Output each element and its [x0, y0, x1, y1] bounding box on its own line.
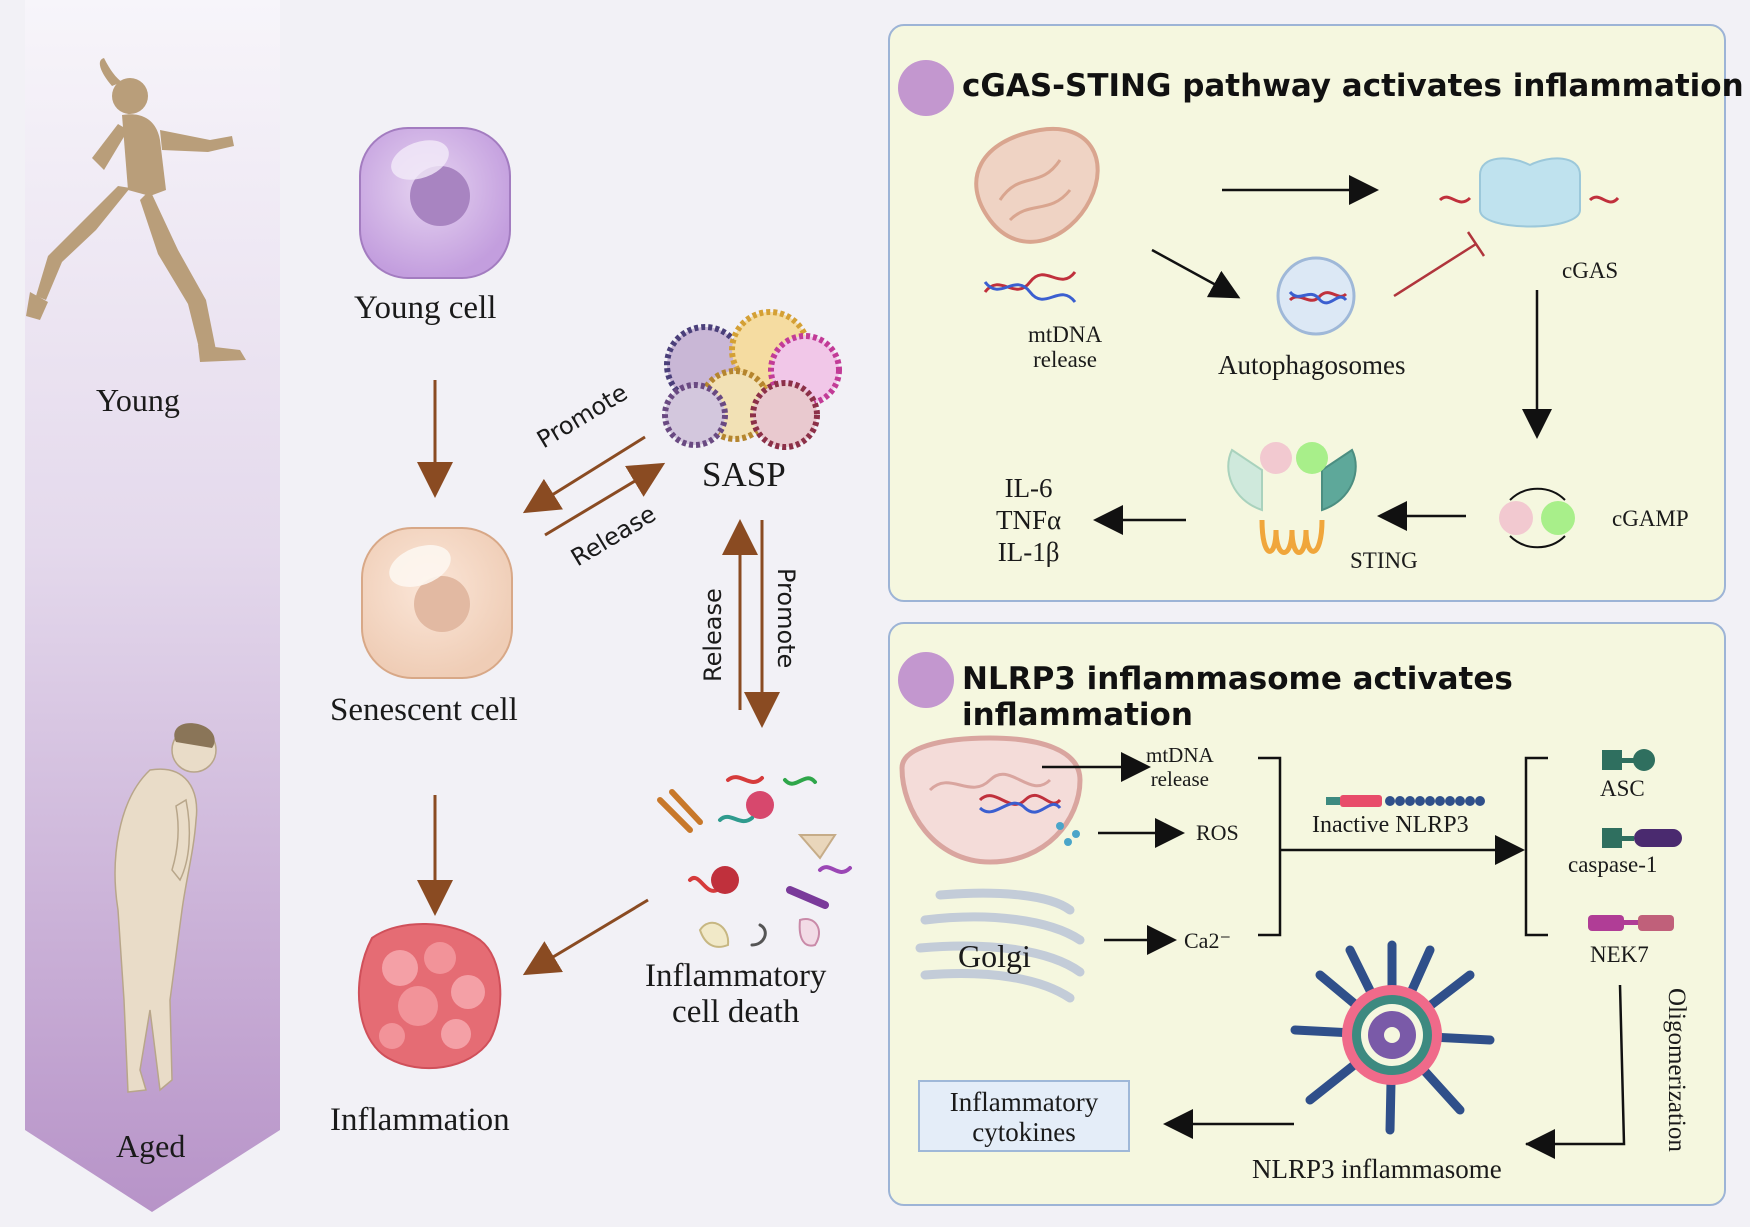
nek7-label: NEK7 [1590, 942, 1649, 967]
tnfa-label: TNFα [996, 505, 1062, 535]
cell-death-debris [657, 775, 852, 948]
cgas-arrows [1093, 175, 1552, 535]
golgi-label: Golgi [958, 938, 1031, 974]
il1b-label: IL-1β [997, 537, 1060, 567]
asc-label: ASC [1600, 776, 1645, 801]
senescent-cell-label: Senescent cell [330, 692, 518, 728]
nlrp3-mitochondrion-icon [899, 735, 1083, 865]
sting-label: STING [1350, 548, 1418, 573]
young-cell-illustration [359, 127, 511, 279]
nlrp3-mtdna-line2: release [1150, 767, 1209, 791]
caspase-1-label: caspase-1 [1568, 852, 1658, 877]
young-cell-label: Young cell [354, 290, 497, 326]
autophagosomes-label: Autophagosomes [1218, 350, 1406, 380]
aged-label: Aged [116, 1128, 186, 1164]
inflammatory-cell-death-label: Inflammatory cell death [645, 958, 826, 1030]
cytokines-line1: Inflammatory [949, 1087, 1099, 1117]
nlrp3-inflammasome-label: NLRP3 inflammasome [1252, 1154, 1502, 1184]
nek7-icon [1588, 915, 1674, 931]
cytokine-list: IL-6 TNFα IL-1β [996, 472, 1061, 568]
mtdna-strand-icon [983, 271, 1077, 303]
il6-label: IL-6 [1004, 473, 1053, 503]
nlrp3-title-dot [898, 652, 954, 708]
cgas-icon [1438, 157, 1620, 228]
inactive-nlrp3-label: Inactive NLRP3 [1312, 812, 1469, 838]
inactive-nlrp3-icon [1326, 795, 1485, 807]
cgas-mtdna-label: mtDNA release [1028, 322, 1102, 372]
young-runner-figure [26, 58, 246, 362]
ca-label: Ca2⁻ [1184, 928, 1232, 953]
sting-icon [1227, 442, 1357, 555]
cgas-mtdna-line1: mtDNA [1028, 322, 1103, 347]
nlrp3-mtdna-label: mtDNA release [1146, 743, 1214, 791]
nlrp3-mtdna-line1: mtDNA [1146, 743, 1214, 767]
cgas-label: cGAS [1562, 258, 1619, 283]
sasp-illustration [662, 309, 842, 450]
ros-label: ROS [1196, 820, 1239, 845]
inhibition-arrow [1393, 231, 1486, 298]
cgas-mtdna-line2: release [1033, 347, 1097, 372]
aged-figure [114, 723, 217, 1093]
golgi-icon [915, 888, 1085, 1003]
inflammation-label: Inflammation [330, 1102, 510, 1138]
asc-icon [1602, 749, 1655, 771]
mitochondrion-icon [974, 126, 1100, 244]
age-banner [25, 0, 280, 1212]
sasp-label: SASP [702, 455, 786, 494]
cgas-panel-title: cGAS-STING pathway activates inflammatio… [962, 68, 1744, 104]
nlrp3-arrows [1042, 752, 1626, 1159]
young-label: Young [96, 382, 180, 418]
cgamp-icon [1499, 487, 1575, 549]
left-arrows [417, 380, 780, 976]
icd-line2: cell death [672, 994, 800, 1030]
autophagosome-icon [1276, 256, 1356, 336]
inflammation-illustration [357, 922, 502, 1069]
cgas-title-dot [898, 60, 954, 116]
cytokines-line2: cytokines [972, 1117, 1076, 1147]
oligomerization-label: Oligomerization [1663, 988, 1690, 1152]
icd-line1: Inflammatory [645, 958, 827, 994]
senescent-cell-illustration [361, 527, 513, 679]
cgamp-label: cGAMP [1612, 506, 1689, 531]
nlrp3-inflammasome-icon [1290, 940, 1495, 1135]
nlrp3-panel-title: NLRP3 inflammasome activates inflammatio… [962, 661, 1513, 733]
caspase-1-icon [1602, 828, 1682, 848]
inflammatory-cytokines-box: Inflammatory cytokines [918, 1080, 1130, 1152]
